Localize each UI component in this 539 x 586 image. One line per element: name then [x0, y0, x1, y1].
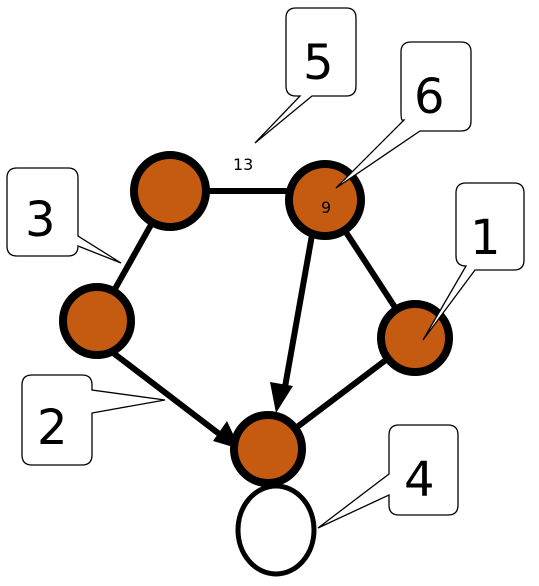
node-bottom — [230, 411, 306, 487]
callout-2-label: 2 — [37, 400, 68, 456]
callout-2: 2 — [21, 374, 166, 466]
callout-4-label: 4 — [404, 452, 435, 508]
callout-3: 3 — [6, 167, 122, 264]
callout-6: 6 — [335, 41, 472, 189]
node-empty — [235, 483, 317, 577]
callout-1-label: 1 — [470, 210, 501, 266]
arrowhead-down — [270, 382, 293, 413]
edge-label-top: 13 — [233, 155, 253, 174]
node-top-left — [130, 151, 210, 231]
edge-topright-bottom-arrow — [282, 215, 318, 390]
node-right — [377, 300, 453, 376]
callout-5: 5 — [254, 7, 357, 144]
node-label-top-right: 9 — [321, 198, 331, 217]
callout-1: 1 — [422, 182, 525, 341]
callout-5-label: 5 — [303, 35, 334, 91]
node-left — [59, 283, 135, 359]
callout-4: 4 — [317, 424, 459, 529]
callout-3-label: 3 — [25, 192, 56, 248]
edge-left-bottom-arrow — [109, 349, 221, 436]
callout-6-label: 6 — [414, 69, 445, 125]
